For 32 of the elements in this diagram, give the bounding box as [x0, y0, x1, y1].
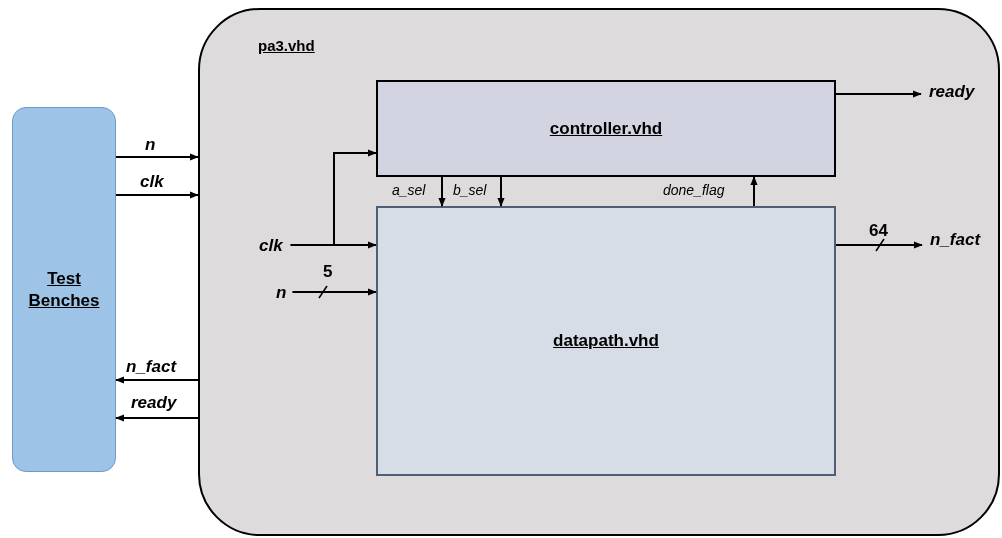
signal-arrow	[115, 153, 199, 161]
signal-label: clk	[259, 236, 283, 256]
edge-label: b_sel	[453, 182, 487, 198]
signal-arrow	[835, 90, 922, 98]
signal-label: n_fact	[930, 230, 981, 250]
signal-arrow	[291, 288, 377, 296]
test-bench-title: Test Benches	[27, 267, 101, 312]
signal-arrow	[115, 191, 199, 199]
bus-width-label: 5	[323, 262, 333, 282]
edge-label: n	[145, 135, 156, 155]
signal-arrow	[835, 241, 923, 249]
signal-arrow	[115, 376, 199, 384]
file-name: pa3.vhd	[258, 37, 315, 54]
edge-label: n_fact	[126, 357, 177, 377]
signal-arrow	[438, 176, 446, 207]
module-name: controller.vhd	[549, 118, 663, 139]
signal-arrow	[750, 176, 758, 207]
signal-label: n	[276, 283, 287, 303]
edge-label: ready	[131, 393, 177, 413]
top-module-box	[198, 8, 1000, 536]
module-name: datapath.vhd	[553, 331, 659, 351]
datapath-box	[376, 206, 836, 476]
edge-label: clk	[140, 172, 164, 192]
edge-label: a_sel	[392, 182, 426, 198]
signal-arrow	[115, 414, 199, 422]
edge-label: done_flag	[663, 182, 725, 198]
test-bench-box	[12, 107, 116, 472]
signal-arrow	[289, 241, 377, 249]
signal-arrow	[497, 176, 505, 207]
signal-label: ready	[929, 82, 975, 102]
bus-width-label: 64	[869, 221, 888, 241]
controller-box	[376, 80, 836, 177]
